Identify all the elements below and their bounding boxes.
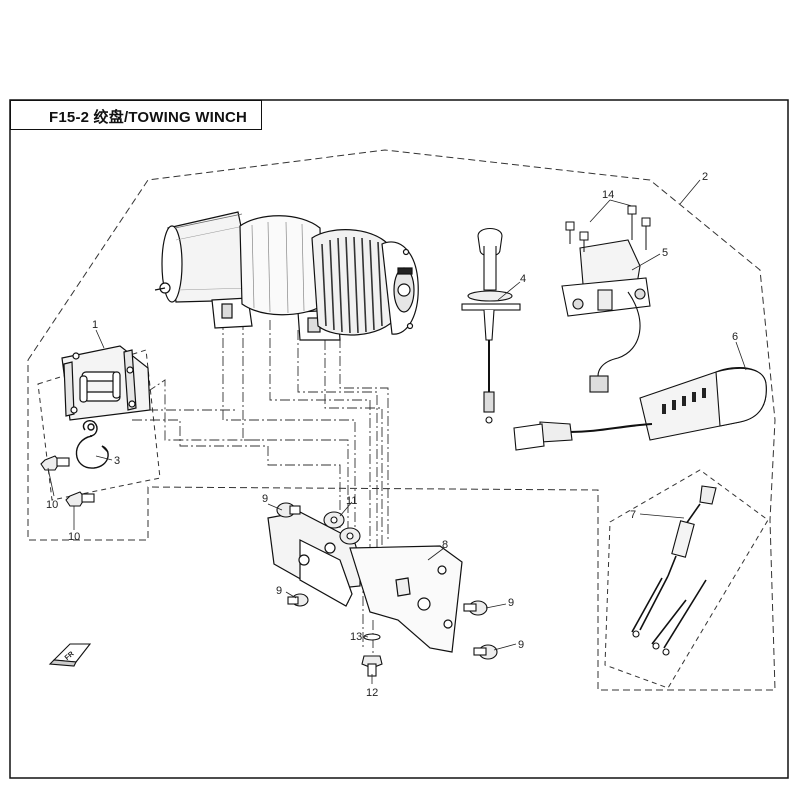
callout-10-b: 10 bbox=[68, 531, 80, 543]
callout-labels: 1 2 3 4 5 6 7 8 9 9 9 9 10 10 11 12 13 1… bbox=[46, 171, 738, 699]
relay-bolts bbox=[565, 205, 651, 252]
callout-6: 6 bbox=[732, 331, 738, 343]
kit-7-boundary bbox=[604, 469, 769, 689]
page-title: F15-2 绞盘/TOWING WINCH bbox=[49, 109, 248, 126]
callout-13: 13 bbox=[350, 631, 362, 643]
winch-assembly bbox=[154, 211, 419, 341]
callout-9-right-a: 9 bbox=[508, 597, 514, 609]
callout-3: 3 bbox=[114, 455, 120, 467]
callout-12: 12 bbox=[366, 687, 378, 699]
callout-7: 7 bbox=[630, 509, 636, 521]
hand-remote bbox=[513, 367, 767, 451]
callout-14: 14 bbox=[602, 189, 614, 201]
power-cables bbox=[631, 485, 717, 656]
bracket-fasteners bbox=[276, 502, 498, 677]
toggle-switch bbox=[461, 227, 521, 424]
leader-lines bbox=[47, 179, 747, 684]
callout-11: 11 bbox=[346, 495, 357, 507]
front-mark bbox=[48, 643, 92, 667]
callout-10-a: 10 bbox=[46, 499, 58, 511]
callout-2: 2 bbox=[702, 171, 708, 183]
winch-hook bbox=[75, 420, 109, 469]
callout-8: 8 bbox=[442, 539, 448, 551]
assembly-centerlines bbox=[131, 320, 389, 655]
flange-bolts bbox=[40, 455, 95, 507]
front-mark-label: FR bbox=[64, 651, 76, 662]
callout-9-left: 9 bbox=[276, 585, 282, 597]
roller-fairlead bbox=[61, 345, 151, 421]
callout-5: 5 bbox=[662, 247, 668, 259]
callout-1: 1 bbox=[92, 319, 98, 331]
callout-9-right-b: 9 bbox=[518, 639, 524, 651]
title-box: F15-2 绞盘/TOWING WINCH bbox=[10, 100, 262, 130]
outer-frame bbox=[9, 99, 789, 779]
callout-4: 4 bbox=[520, 273, 526, 285]
kit-2-boundary bbox=[27, 149, 776, 691]
callout-9-top: 9 bbox=[262, 493, 268, 505]
contactor-relay bbox=[561, 239, 651, 393]
mounting-bracket bbox=[267, 511, 463, 653]
